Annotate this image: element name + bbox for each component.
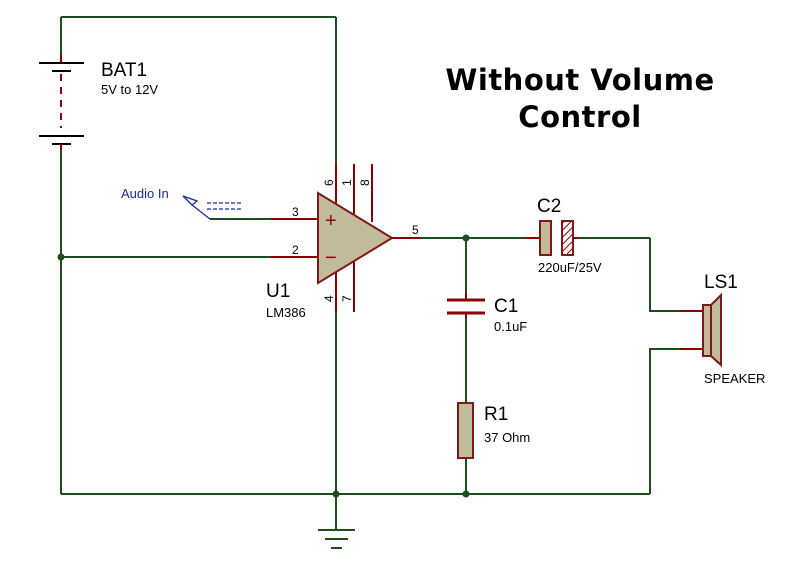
pin-number-8: 8: [358, 179, 372, 186]
resistor-r1-symbol: [457, 402, 474, 459]
speaker-ref: LS1: [704, 272, 738, 293]
pin-number-1: 1: [340, 179, 354, 186]
speaker-value: SPEAKER: [704, 371, 765, 386]
opamp-symbol: + −: [271, 164, 420, 312]
r1-value: 37 Ohm: [484, 430, 530, 445]
battery-symbol: [39, 54, 84, 150]
junctions: [57, 234, 470, 498]
terminal-arrow-icon: [182, 195, 199, 206]
r1-body: [457, 402, 474, 459]
c2-value: 220uF/25V: [538, 260, 602, 275]
title-line-1: Without Volume: [445, 63, 715, 97]
wire-speaker-bottom: [649, 348, 680, 494]
battery-value: 5V to 12V: [101, 82, 158, 97]
junction-dot: [332, 490, 340, 498]
title-line-2: Control: [518, 100, 642, 134]
pin-number-6: 6: [322, 179, 336, 186]
pin-number-7: 7: [340, 295, 354, 302]
audio-in-terminal: [182, 195, 242, 220]
wire-speaker-top: [649, 238, 680, 312]
amp-value: LM386: [266, 305, 306, 320]
speaker-coil: [702, 304, 712, 357]
c2-ref: C2: [537, 196, 561, 217]
c1-value: 0.1uF: [494, 319, 527, 334]
c1-ref: C1: [494, 296, 518, 317]
c2-plate-positive: [539, 220, 552, 256]
audio-in-label: Audio In: [121, 186, 169, 201]
pin-number-2: 2: [292, 243, 299, 257]
r1-ref: R1: [484, 404, 508, 425]
c2-plate-negative: [561, 220, 574, 256]
capacitor-c1-symbol: [447, 293, 485, 318]
pin-number-3: 3: [292, 205, 299, 219]
speaker-symbol: [680, 292, 722, 368]
wires: [60, 16, 680, 530]
diagram-title: Without Volume Control: [420, 62, 740, 136]
capacitor-c2-symbol: [525, 220, 578, 256]
battery-ref: BAT1: [101, 60, 147, 81]
ground-icon: [318, 529, 355, 549]
speaker-cone-icon: [710, 292, 722, 368]
amp-ref: U1: [266, 281, 290, 302]
junction-dot: [462, 490, 470, 498]
opamp-minus-sign: −: [325, 247, 337, 269]
pin-number-5: 5: [412, 223, 419, 237]
junction-dot: [57, 253, 65, 261]
pin-number-4: 4: [322, 295, 336, 302]
junction-dot: [462, 234, 470, 242]
opamp-plus-sign: +: [325, 210, 337, 232]
opamp-body: [317, 191, 394, 285]
